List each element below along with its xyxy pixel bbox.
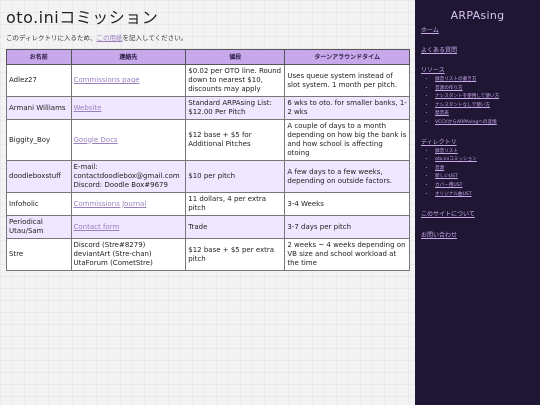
list-item[interactable]: VCCVからARPAsingへの変換: [435, 119, 540, 128]
list-item[interactable]: 新しいUST: [435, 173, 540, 182]
header-contact: 連絡先: [70, 49, 187, 65]
resources-list: 録音リストの書き方 音源の作り方 ナシスタントを使用して使い方 ナシスタントなし…: [415, 76, 540, 128]
cell-turnaround: A couple of days to a month depending on…: [284, 119, 410, 161]
cell-turnaround: 3-4 Weeks: [284, 192, 410, 216]
list-item[interactable]: 発音表: [435, 110, 540, 119]
list-item[interactable]: ナシスタントなしで使い方: [435, 102, 540, 111]
contact-link[interactable]: Commissions Journal: [73, 199, 147, 208]
table-row: Armani Williams Website Standard ARPAsin…: [6, 96, 410, 120]
cell-turnaround: Uses queue system instead of slot system…: [284, 64, 410, 97]
directory-list: 録音リスト oto.iniコミッション 音源 新しいUST カバー用UST オリ…: [415, 148, 540, 200]
cell-contact: Website: [70, 96, 187, 120]
subtitle-text: このディレクトリに入るため、: [6, 34, 97, 42]
cell-name: Armani Williams: [6, 96, 72, 120]
resource-link[interactable]: 発音表: [435, 111, 449, 117]
nav-contact[interactable]: お問い合わせ: [421, 232, 458, 240]
cell-price: $0.02 per OTO line. Round down to neares…: [185, 64, 286, 97]
resource-link[interactable]: ナシスタントなしで使い方: [435, 102, 490, 108]
directory-link[interactable]: oto.iniコミッション: [435, 157, 477, 163]
list-item[interactable]: 音源の作り方: [435, 85, 540, 94]
page-title: oto.iniコミッション: [6, 8, 159, 27]
nav-faq[interactable]: よくある質問: [421, 47, 458, 54]
table-row: Periodical Utau/Sam Contact form Trade 3…: [6, 215, 410, 239]
cell-contact: Commissions Journal: [70, 192, 187, 216]
list-item[interactable]: 録音リスト: [435, 148, 540, 157]
list-item[interactable]: カバー用UST: [435, 182, 540, 191]
cell-price: 11 dollars, 4 per extra pitch: [185, 192, 286, 216]
directory-link[interactable]: 新しいUST: [435, 174, 458, 180]
list-item[interactable]: 音源: [435, 165, 540, 174]
subtitle-text-end: を記入してください。: [122, 34, 188, 42]
header-price: 値段: [185, 49, 286, 65]
header-turnaround: ターンアラウンドタイム: [284, 49, 410, 65]
table-row: Stre Discord (Stre#8279) deviantArt (Str…: [6, 238, 410, 271]
header-name: お名前: [6, 49, 72, 65]
directory-link[interactable]: 録音リスト: [435, 148, 458, 154]
resource-link[interactable]: VCCVからARPAsingへの変換: [435, 119, 497, 125]
table-row: Biggity_Boy Google Docs $12 base + $5 fo…: [6, 119, 410, 161]
contact-link[interactable]: Contact form: [73, 222, 120, 231]
cell-turnaround: 6 wks to oto. for smaller banks, 1-2 wks: [284, 96, 410, 120]
cell-name: Stre: [6, 238, 72, 271]
cell-contact: E-mail: contactdoodlebox@gmail.com Disco…: [70, 160, 187, 193]
cell-price: $12 base + $5 per extra pitch: [185, 238, 286, 271]
nav-directory[interactable]: ディレクトリ: [421, 138, 457, 146]
nav-home[interactable]: ホーム: [421, 27, 439, 34]
cell-name: Adlez27: [6, 64, 72, 97]
nav-resources[interactable]: リソース: [421, 67, 445, 74]
cell-price: $12 base + $5 for Additional Pitches: [185, 119, 286, 161]
list-item[interactable]: オリジナル曲UST: [435, 191, 540, 200]
contact-link[interactable]: Commissions page: [73, 76, 140, 84]
cell-turnaround: 3-7 days per pitch: [284, 215, 410, 239]
cell-name: Periodical Utau/Sam: [6, 215, 72, 239]
list-item[interactable]: ナシスタントを使用して使い方: [435, 93, 540, 102]
cell-contact: Commissions page: [70, 64, 187, 97]
cell-price: $10 per pitch: [185, 160, 286, 193]
contact-link[interactable]: Website: [73, 103, 102, 112]
directory-link[interactable]: カバー用UST: [435, 182, 463, 188]
list-item[interactable]: oto.iniコミッション: [435, 156, 540, 165]
main-content: oto.iniコミッション このディレクトリに入るため、この用紙を記入してくださ…: [6, 8, 411, 271]
table-row: Adlez27 Commissions page $0.02 per OTO l…: [6, 64, 410, 97]
cell-contact: Discord (Stre#8279) deviantArt (Stre-cha…: [70, 238, 187, 271]
form-link[interactable]: この用紙: [96, 34, 123, 42]
sidebar: ARPAsing ホーム よくある質問 リソース 録音リストの書き方 音源の作り…: [415, 0, 540, 405]
cell-price: Trade: [185, 215, 286, 239]
cell-name: Infoholic: [6, 192, 72, 216]
page-subtitle: このディレクトリに入るため、この用紙を記入してください。: [6, 32, 411, 42]
table-row: Infoholic Commissions Journal 11 dollars…: [6, 192, 410, 216]
resource-link[interactable]: ナシスタントを使用して使い方: [435, 94, 500, 100]
cell-turnaround: 2 weeks ~ 4 weeks depending on VB size a…: [284, 238, 410, 271]
site-title[interactable]: ARPAsing: [450, 9, 505, 22]
contact-link[interactable]: Google Docs: [73, 135, 118, 144]
cell-name: Biggity_Boy: [6, 119, 72, 161]
cell-name: doodleboxstuff: [6, 160, 72, 193]
directory-link[interactable]: オリジナル曲UST: [435, 191, 472, 197]
nav-about[interactable]: このサイトについて: [421, 211, 475, 219]
resource-link[interactable]: 録音リストの書き方: [435, 77, 477, 82]
cell-contact: Contact form: [70, 215, 187, 239]
cell-price: Standard ARPAsing List: $12.00 Per Pitch: [185, 96, 286, 120]
commission-table: お名前 連絡先 値段 ターンアラウンドタイム Adlez27 Commissio…: [6, 49, 410, 271]
cell-contact: Google Docs: [70, 119, 187, 161]
directory-link[interactable]: 音源: [435, 165, 445, 171]
resource-link[interactable]: 音源の作り方: [435, 85, 463, 91]
list-item[interactable]: 録音リストの書き方: [435, 76, 540, 85]
cell-turnaround: A few days to a few weeks, depending on …: [284, 160, 410, 193]
table-header-row: お名前 連絡先 値段 ターンアラウンドタイム: [6, 49, 410, 65]
table-row: doodleboxstuff E-mail: contactdoodlebox@…: [6, 160, 410, 193]
